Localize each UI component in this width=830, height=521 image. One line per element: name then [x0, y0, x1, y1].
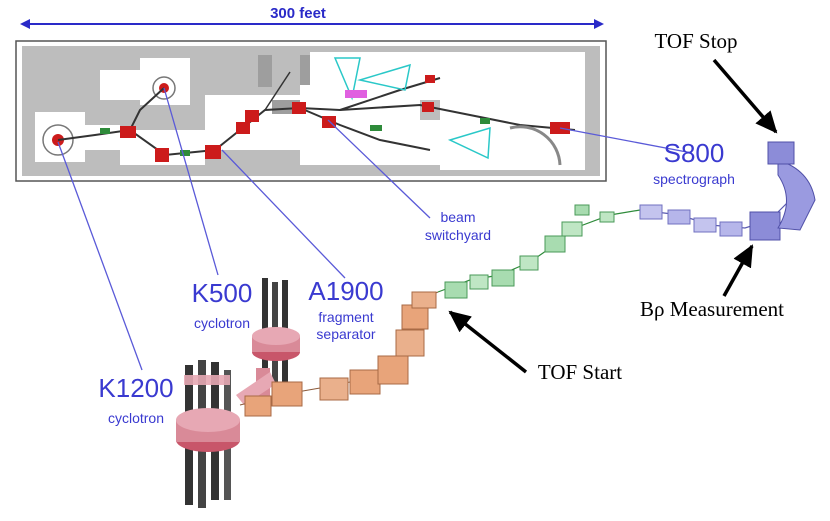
tof-start-arrow — [448, 310, 528, 374]
switchyard-line1: beam — [440, 209, 475, 225]
tof-start-label: TOF Start — [538, 360, 622, 384]
leader-lines — [57, 87, 693, 371]
s800-sub: spectrograph — [653, 171, 735, 187]
floor-plan — [15, 40, 607, 182]
callouts: TOF Stop TOF Start Bρ Measurement — [448, 29, 784, 384]
s800-label: S800 — [664, 138, 725, 168]
k1200-label: K1200 — [98, 373, 173, 403]
a1900-sub1: fragment — [318, 309, 373, 325]
facility-labels: K500 cyclotron A1900 fragment separator … — [98, 138, 734, 426]
a1900-sub2: separator — [316, 326, 375, 342]
a1900-separator — [239, 291, 439, 417]
a1900-label: A1900 — [308, 276, 383, 306]
scale-bar: 300 feet — [20, 5, 604, 29]
k500-sub: cyclotron — [194, 315, 250, 331]
s800-spectrograph — [639, 141, 816, 241]
k1200-cyclotron — [176, 360, 240, 508]
switchyard-beamline — [437, 204, 641, 299]
k1200-sub: cyclotron — [108, 410, 164, 426]
scale-label: 300 feet — [270, 5, 326, 22]
switchyard-line2: switchyard — [425, 227, 491, 243]
k500-label: K500 — [192, 278, 253, 308]
beamline-3d — [176, 141, 816, 508]
k500-cyclotron — [252, 278, 300, 398]
tof-stop-label: TOF Stop — [654, 29, 737, 53]
brho-label: Bρ Measurement — [640, 297, 784, 321]
tof-stop-arrow — [712, 58, 778, 134]
brho-arrow — [722, 244, 754, 297]
